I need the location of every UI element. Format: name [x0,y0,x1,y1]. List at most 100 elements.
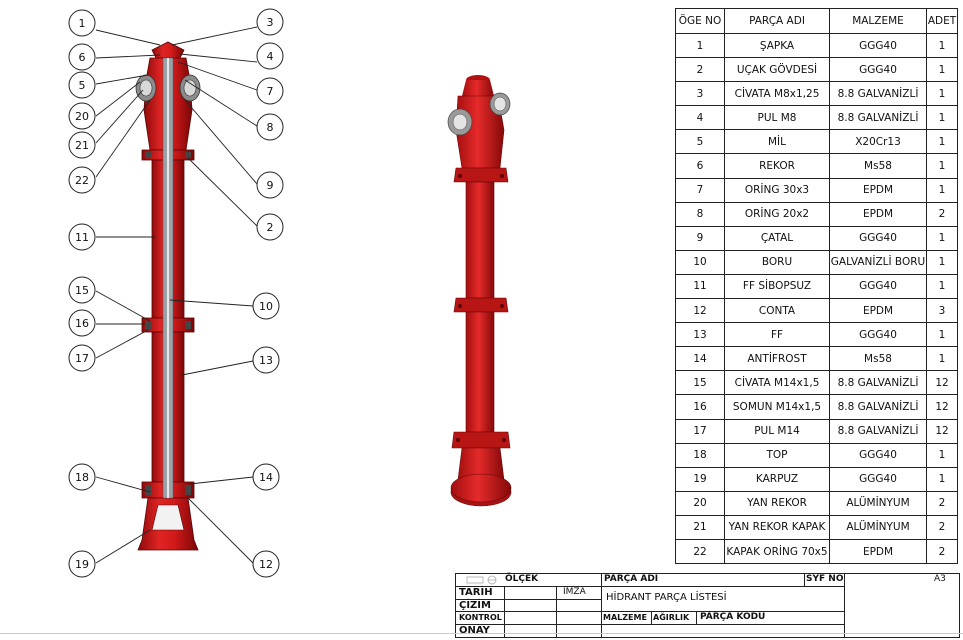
cell-item-no: 16 [675,394,725,420]
cell-quantity: 2 [926,514,958,540]
cell-part-name: ORİNG 30x3 [724,177,830,203]
balloon-15: 15 [68,276,96,304]
balloon-17: 17 [68,344,96,372]
cell-quantity: 1 [926,81,958,107]
material-label: MALZEME [603,613,647,622]
cell-material: GGG40 [829,32,927,59]
leader-lines [95,26,258,564]
cell-item-no: 5 [675,129,725,155]
cell-part-name: CİVATA M8x1,25 [724,81,830,107]
cell-quantity: 2 [926,538,958,565]
cell-material: 8.8 GALVANİZLİ [829,81,927,107]
cell-part-name: ŞAPKA [724,32,830,59]
balloon-19: 19 [68,550,96,578]
company-logo-icon [466,575,497,585]
cell-part-name: YAN REKOR KAPAK [724,514,830,540]
cell-quantity: 1 [926,442,958,468]
cell-item-no: 7 [675,177,725,203]
cell-quantity: 1 [926,273,958,300]
cell-material: ALÜMİNYUM [829,514,927,540]
cell-material: X20Cr13 [829,129,927,155]
cell-material: GGG40 [829,273,927,300]
cell-quantity: 1 [926,32,958,59]
cell-part-name: TOP [724,442,830,468]
cell-part-name: ÇATAL [724,225,830,251]
svg-text:9: 9 [267,179,274,192]
cell-material: GGG40 [829,442,927,468]
cell-quantity: 12 [926,418,958,444]
cell-material: GGG40 [829,466,927,492]
svg-text:7: 7 [267,85,274,98]
cell-part-name: KAPAK ORİNG 70x5 [724,538,830,565]
cell-item-no: 17 [675,418,725,444]
cell-item-no: 14 [675,346,725,372]
cell-part-name: PUL M14 [724,418,830,444]
balloon-10: 10 [252,292,280,320]
svg-text:14: 14 [259,471,273,484]
cell-item-no: 4 [675,105,725,131]
balloon-6: 6 [68,43,96,71]
cell-part-name: MİL [724,129,830,155]
scale-label: ÖLÇEK [505,574,539,584]
part-name-label: PARÇA ADI [604,574,659,584]
svg-text:1: 1 [79,17,86,30]
cell-material: 8.8 GALVANİZLİ [829,105,927,131]
cell-quantity: 1 [926,57,958,83]
parts-list-header: ÖGE NO PARÇA ADI MALZEME ADET [675,8,958,34]
cell-part-name: FF SİBOPSUZ [724,273,830,300]
sheet-no-label: SYF NO [806,574,844,584]
cell-material: EPDM [829,538,927,565]
cell-quantity: 1 [926,322,958,348]
cell-part-name: YAN REKOR [724,490,830,516]
cell-quantity: 1 [926,153,958,179]
cell-part-name: BORU [724,249,830,275]
svg-text:10: 10 [259,300,273,313]
cell-material: GALVANİZLİ BORU [829,249,927,275]
balloons: 1 3 6 4 5 7 20 8 21 22 9 2 11 15 10 16 1… [68,8,284,578]
svg-text:15: 15 [75,284,89,297]
cell-item-no: 20 [675,490,725,516]
cell-item-no: 10 [675,249,725,275]
part-name-value: HİDRANT PARÇA LİSTESİ [606,592,727,603]
cell-quantity: 1 [926,249,958,275]
cell-quantity: 1 [926,129,958,155]
cell-material: 8.8 GALVANİZLİ [829,370,927,396]
cell-quantity: 12 [926,370,958,396]
cell-quantity: 1 [926,177,958,203]
cell-quantity: 3 [926,298,958,324]
balloon-14: 14 [252,463,280,491]
balloon-7: 7 [256,77,284,105]
section-view-hydrant [135,41,201,551]
cell-quantity: 1 [926,105,958,131]
balloon-8: 8 [256,113,284,141]
weight-label: AĞIRLIK [653,613,690,622]
cell-item-no: 12 [675,298,725,324]
sheet-size: A3 [934,574,946,584]
cell-part-name: PUL M8 [724,105,830,131]
svg-text:12: 12 [259,558,273,571]
cell-item-no: 22 [675,538,725,565]
approval-label: ONAY [459,625,490,636]
svg-text:18: 18 [75,471,89,484]
balloon-21: 21 [68,131,96,159]
balloon-16: 16 [68,309,96,337]
header-part-name: PARÇA ADI [724,8,830,34]
cell-material: GGG40 [829,57,927,83]
balloon-20: 20 [68,102,96,130]
cell-part-name: SOMUN M14x1,5 [724,394,830,420]
cell-quantity: 1 [926,225,958,251]
cell-material: GGG40 [829,322,927,348]
cell-item-no: 2 [675,57,725,83]
header-item-no: ÖGE NO [675,8,725,34]
